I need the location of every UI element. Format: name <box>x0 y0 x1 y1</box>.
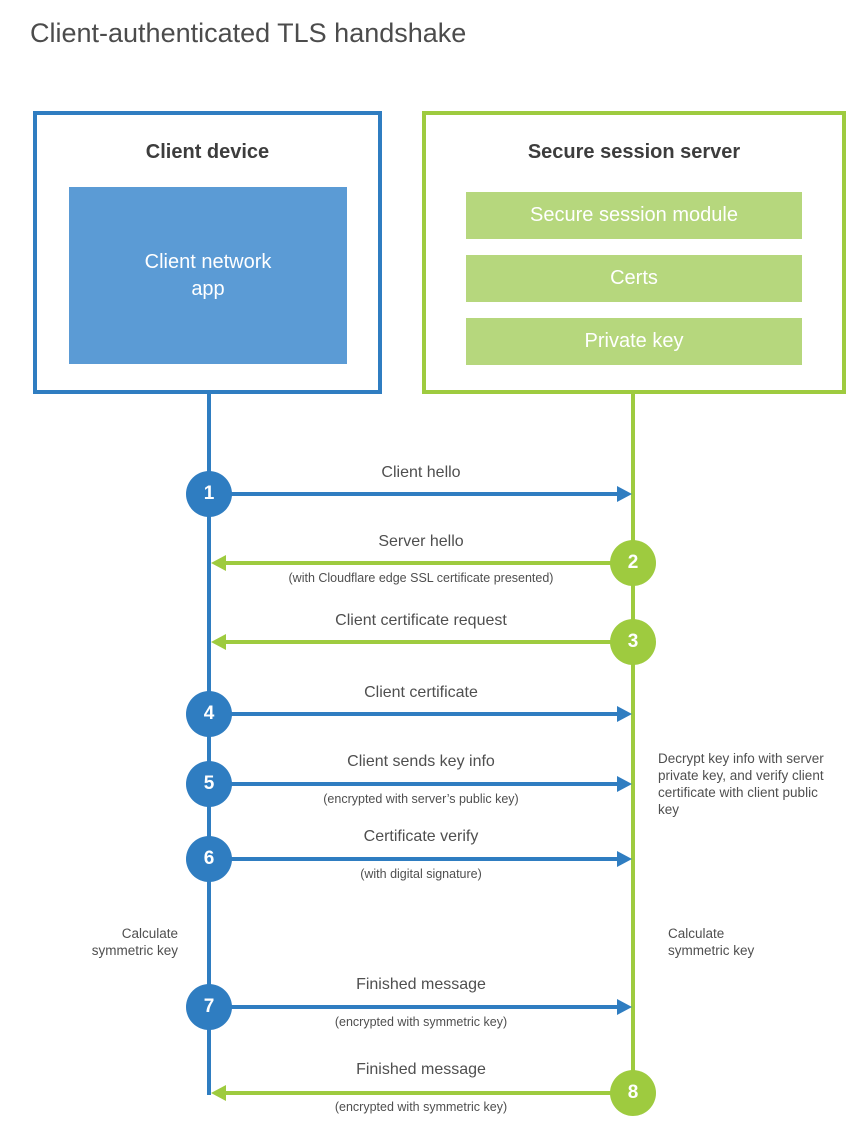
message-1-arrowhead-icon <box>617 486 632 502</box>
step-1-badge: 1 <box>186 471 232 517</box>
message-5-arrowhead-icon <box>617 776 632 792</box>
message-2-sublabel: (with Cloudflare edge SSL certificate pr… <box>288 571 554 585</box>
message-8-label: Finished message <box>356 1061 486 1078</box>
step-4-badge: 4 <box>186 691 232 737</box>
message-8-arrow <box>226 1091 633 1095</box>
page-title: Client-authenticated TLS handshake <box>30 18 467 48</box>
message-3-label: Client certificate request <box>335 612 507 629</box>
message-5-label: Client sends key info <box>347 753 495 770</box>
message-6-sublabel: (with digital signature) <box>360 867 482 881</box>
client-network-app-box: Client network app <box>69 187 347 364</box>
message-1-arrow <box>230 492 618 496</box>
message-2-label: Server hello <box>378 533 464 550</box>
server-module-certs: Certs <box>466 255 802 302</box>
message-3-arrow <box>226 640 633 644</box>
message-4-arrow <box>230 712 618 716</box>
message-7-arrowhead-icon <box>617 999 632 1015</box>
client-lifeline <box>207 394 211 1095</box>
message-7-label: Finished message <box>356 976 486 993</box>
message-1-label: Client hello <box>381 464 461 481</box>
step-2-badge: 2 <box>610 540 656 586</box>
message-6-arrowhead-icon <box>617 851 632 867</box>
message-4-label: Client certificate <box>364 684 478 701</box>
client-device-title: Client device <box>145 141 270 163</box>
message-6-arrow <box>230 857 618 861</box>
message-7-sublabel: (encrypted with symmetric key) <box>334 1015 508 1029</box>
message-5-arrow <box>230 782 618 786</box>
step-3-badge: 3 <box>610 619 656 665</box>
server-module-private-key: Private key <box>466 318 802 365</box>
decrypt-key-note: Decrypt key info with server private key… <box>658 751 824 817</box>
calculate-symmetric-key-note-client: Calculate symmetric key <box>91 926 178 958</box>
message-7-arrow <box>230 1005 618 1009</box>
server-title: Secure session server <box>527 141 741 163</box>
step-7-badge: 7 <box>186 984 232 1030</box>
message-8-arrowhead-icon <box>211 1085 226 1101</box>
client-app-label-line1: Client network <box>144 250 272 273</box>
message-2-arrowhead-icon <box>211 555 226 571</box>
client-device-box: Client device Client network app <box>33 111 382 394</box>
secure-session-server-box: Secure session server Secure session mod… <box>422 111 846 394</box>
step-5-badge: 5 <box>186 761 232 807</box>
message-6-label: Certificate verify <box>363 828 479 845</box>
message-8-sublabel: (encrypted with symmetric key) <box>334 1100 508 1114</box>
calculate-symmetric-key-note-server: Calculate symmetric key <box>668 926 755 958</box>
client-app-label-line2: app <box>191 277 225 300</box>
step-6-badge: 6 <box>186 836 232 882</box>
message-5-sublabel: (encrypted with server’s public key) <box>323 792 519 806</box>
server-module-secure-session: Secure session module <box>466 192 802 239</box>
message-3-arrowhead-icon <box>211 634 226 650</box>
message-4-arrowhead-icon <box>617 706 632 722</box>
server-lifeline <box>631 394 635 1095</box>
message-2-arrow <box>226 561 633 565</box>
step-8-badge: 8 <box>610 1070 656 1116</box>
